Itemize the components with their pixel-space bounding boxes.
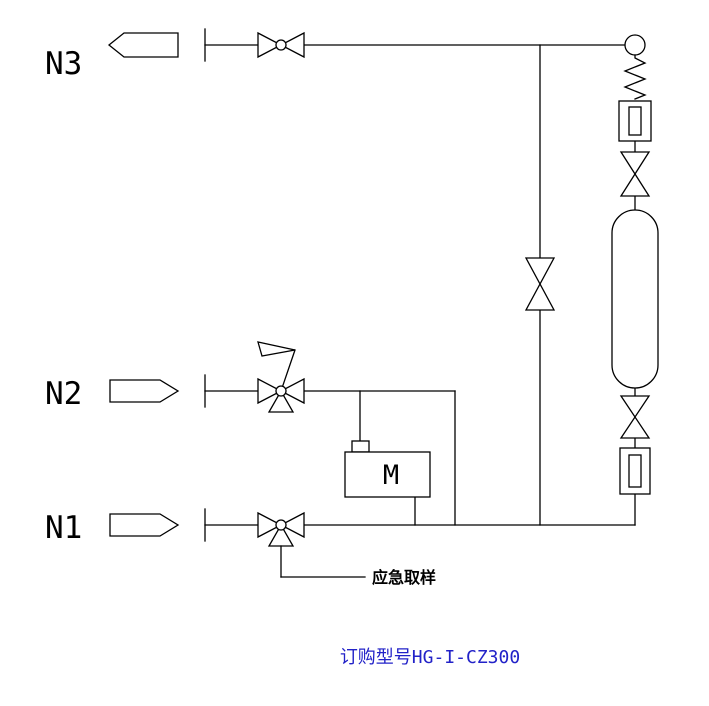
n1-three-way-valve-icon xyxy=(257,511,305,547)
emergency-sampling-branch xyxy=(280,545,366,578)
n2-label: N2 xyxy=(45,376,82,412)
lower-filter-icon xyxy=(619,447,651,495)
n1-label: N1 xyxy=(45,510,82,546)
meter-label: M xyxy=(383,460,399,491)
sample-cylinder-icon xyxy=(611,209,659,389)
n2-nozzle-arrow-icon xyxy=(109,379,180,403)
n2-three-way-valve-icon xyxy=(257,377,305,413)
spring-icon xyxy=(623,54,647,100)
float-circle-icon xyxy=(624,34,646,56)
lower-right-valve-icon xyxy=(619,395,651,439)
order-model-label: 订购型号HG-I-CZ300 xyxy=(340,647,520,668)
upper-right-valve-icon xyxy=(619,151,651,197)
middle-bypass-valve-icon xyxy=(524,257,556,311)
n2-valve-lever-icon xyxy=(257,341,296,392)
emergency-sampling-label: 应急取样 xyxy=(372,568,436,587)
n3-gate-valve-icon xyxy=(257,31,305,59)
upper-filter-icon xyxy=(618,100,652,142)
n1-nozzle-arrow-icon xyxy=(109,513,180,537)
n3-label: N3 xyxy=(45,46,82,82)
pipe-lines xyxy=(204,44,636,526)
meter-box: M xyxy=(344,440,431,498)
n3-nozzle-arrow-icon xyxy=(107,32,179,58)
